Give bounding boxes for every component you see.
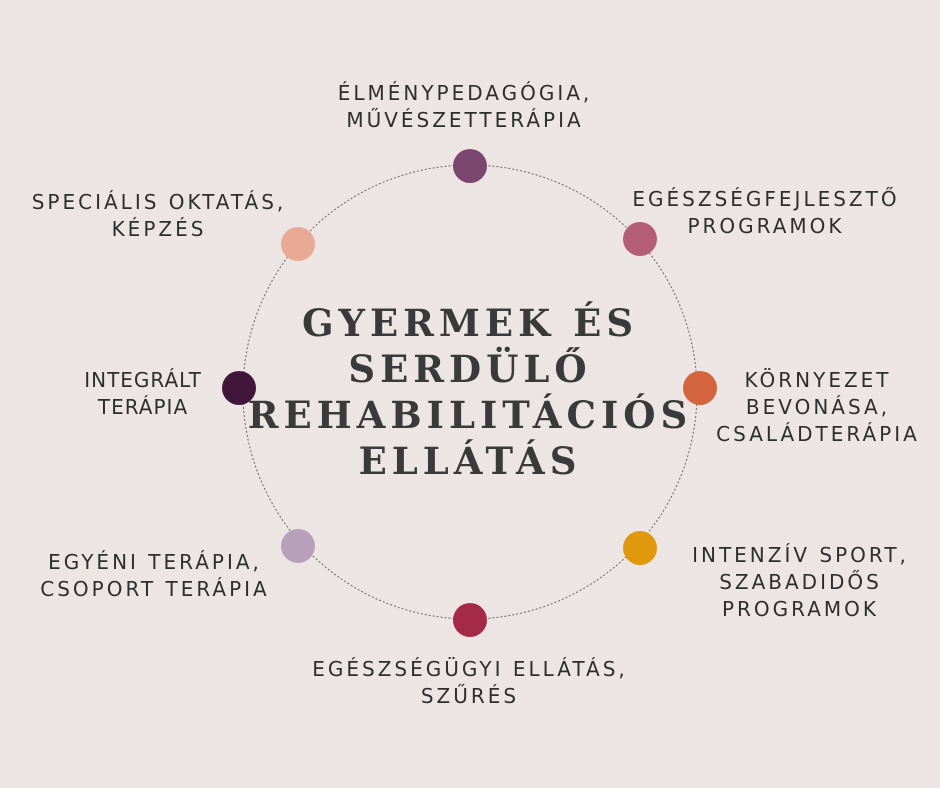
node-dot-egyeni-terapia: [281, 529, 315, 563]
label-line: SPECIÁLIS OKTATÁS,: [31, 190, 287, 214]
label-line: BEVONÁSA,: [745, 395, 891, 419]
label-line: SZABADIDŐS: [719, 570, 882, 594]
label-line: EGÉSZSÉGFEJLESZTŐ: [632, 187, 900, 211]
center-title-line-3: REHABILITÁCIÓS: [247, 393, 693, 437]
node-label-intenziv-sport: INTENZÍV SPORT, SZABADIDŐS PROGRAMOK: [668, 542, 933, 623]
node-label-kornyezet: KÖRNYEZET BEVONÁSA, CSALÁDTERÁPIA: [698, 367, 938, 448]
node-label-integralt-terapia: INTEGRÁLT TERÁPIA: [68, 367, 218, 421]
label-line: EGÉSZSÉGÜGYI ELLÁTÁS,: [312, 657, 628, 681]
label-line: EGYÉNI TERÁPIA,: [48, 550, 262, 574]
node-label-egyeni-terapia: EGYÉNI TERÁPIA, CSOPORT TERÁPIA: [12, 549, 298, 603]
label-line: SZŰRÉS: [420, 684, 520, 708]
label-line: INTENZÍV SPORT,: [692, 543, 909, 567]
center-title-line-2: SERDÜLŐ: [348, 347, 592, 391]
label-line: KÉPZÉS: [111, 217, 207, 241]
label-line: TERÁPIA: [97, 395, 189, 419]
label-line: INTEGRÁLT: [84, 368, 202, 392]
node-label-specialis-oktatas: SPECIÁLIS OKTATÁS, KÉPZÉS: [4, 189, 314, 243]
label-line: ÉLMÉNYPEDAGÓGIA,: [337, 81, 593, 105]
label-line: MŰVÉSZETTERÁPIA: [346, 108, 584, 132]
node-dot-intenziv-sport: [623, 531, 657, 565]
label-line: KÖRNYEZET: [744, 368, 892, 392]
label-line: CSALÁDTERÁPIA: [716, 422, 920, 446]
node-dot-egeszsegugyi-ellatas: [453, 603, 487, 637]
node-dot-specialis-oktatas: [281, 227, 315, 261]
node-dot-integralt-terapia: [222, 371, 256, 405]
center-title: GYERMEK ÉS SERDÜLŐ REHABILITÁCIÓS ELLÁTÁ…: [245, 300, 695, 484]
node-dot-egeszsegfejleszto: [623, 222, 657, 256]
node-dot-kornyezet: [683, 371, 717, 405]
label-line: CSOPORT TERÁPIA: [40, 577, 270, 601]
node-label-egeszsegugyi-ellatas: EGÉSZSÉGÜGYI ELLÁTÁS, SZŰRÉS: [270, 656, 670, 710]
node-label-elmenypedagogia: ÉLMÉNYPEDAGÓGIA, MŰVÉSZETTERÁPIA: [300, 80, 630, 134]
center-title-line-4: ELLÁTÁS: [358, 439, 582, 483]
node-dot-elmenypedagogia: [453, 149, 487, 183]
label-line: PROGRAMOK: [721, 597, 880, 621]
label-line: PROGRAMOK: [687, 214, 845, 238]
center-title-line-1: GYERMEK ÉS: [301, 301, 639, 345]
node-label-egeszsegfejleszto: EGÉSZSÉGFEJLESZTŐ PROGRAMOK: [606, 186, 926, 240]
